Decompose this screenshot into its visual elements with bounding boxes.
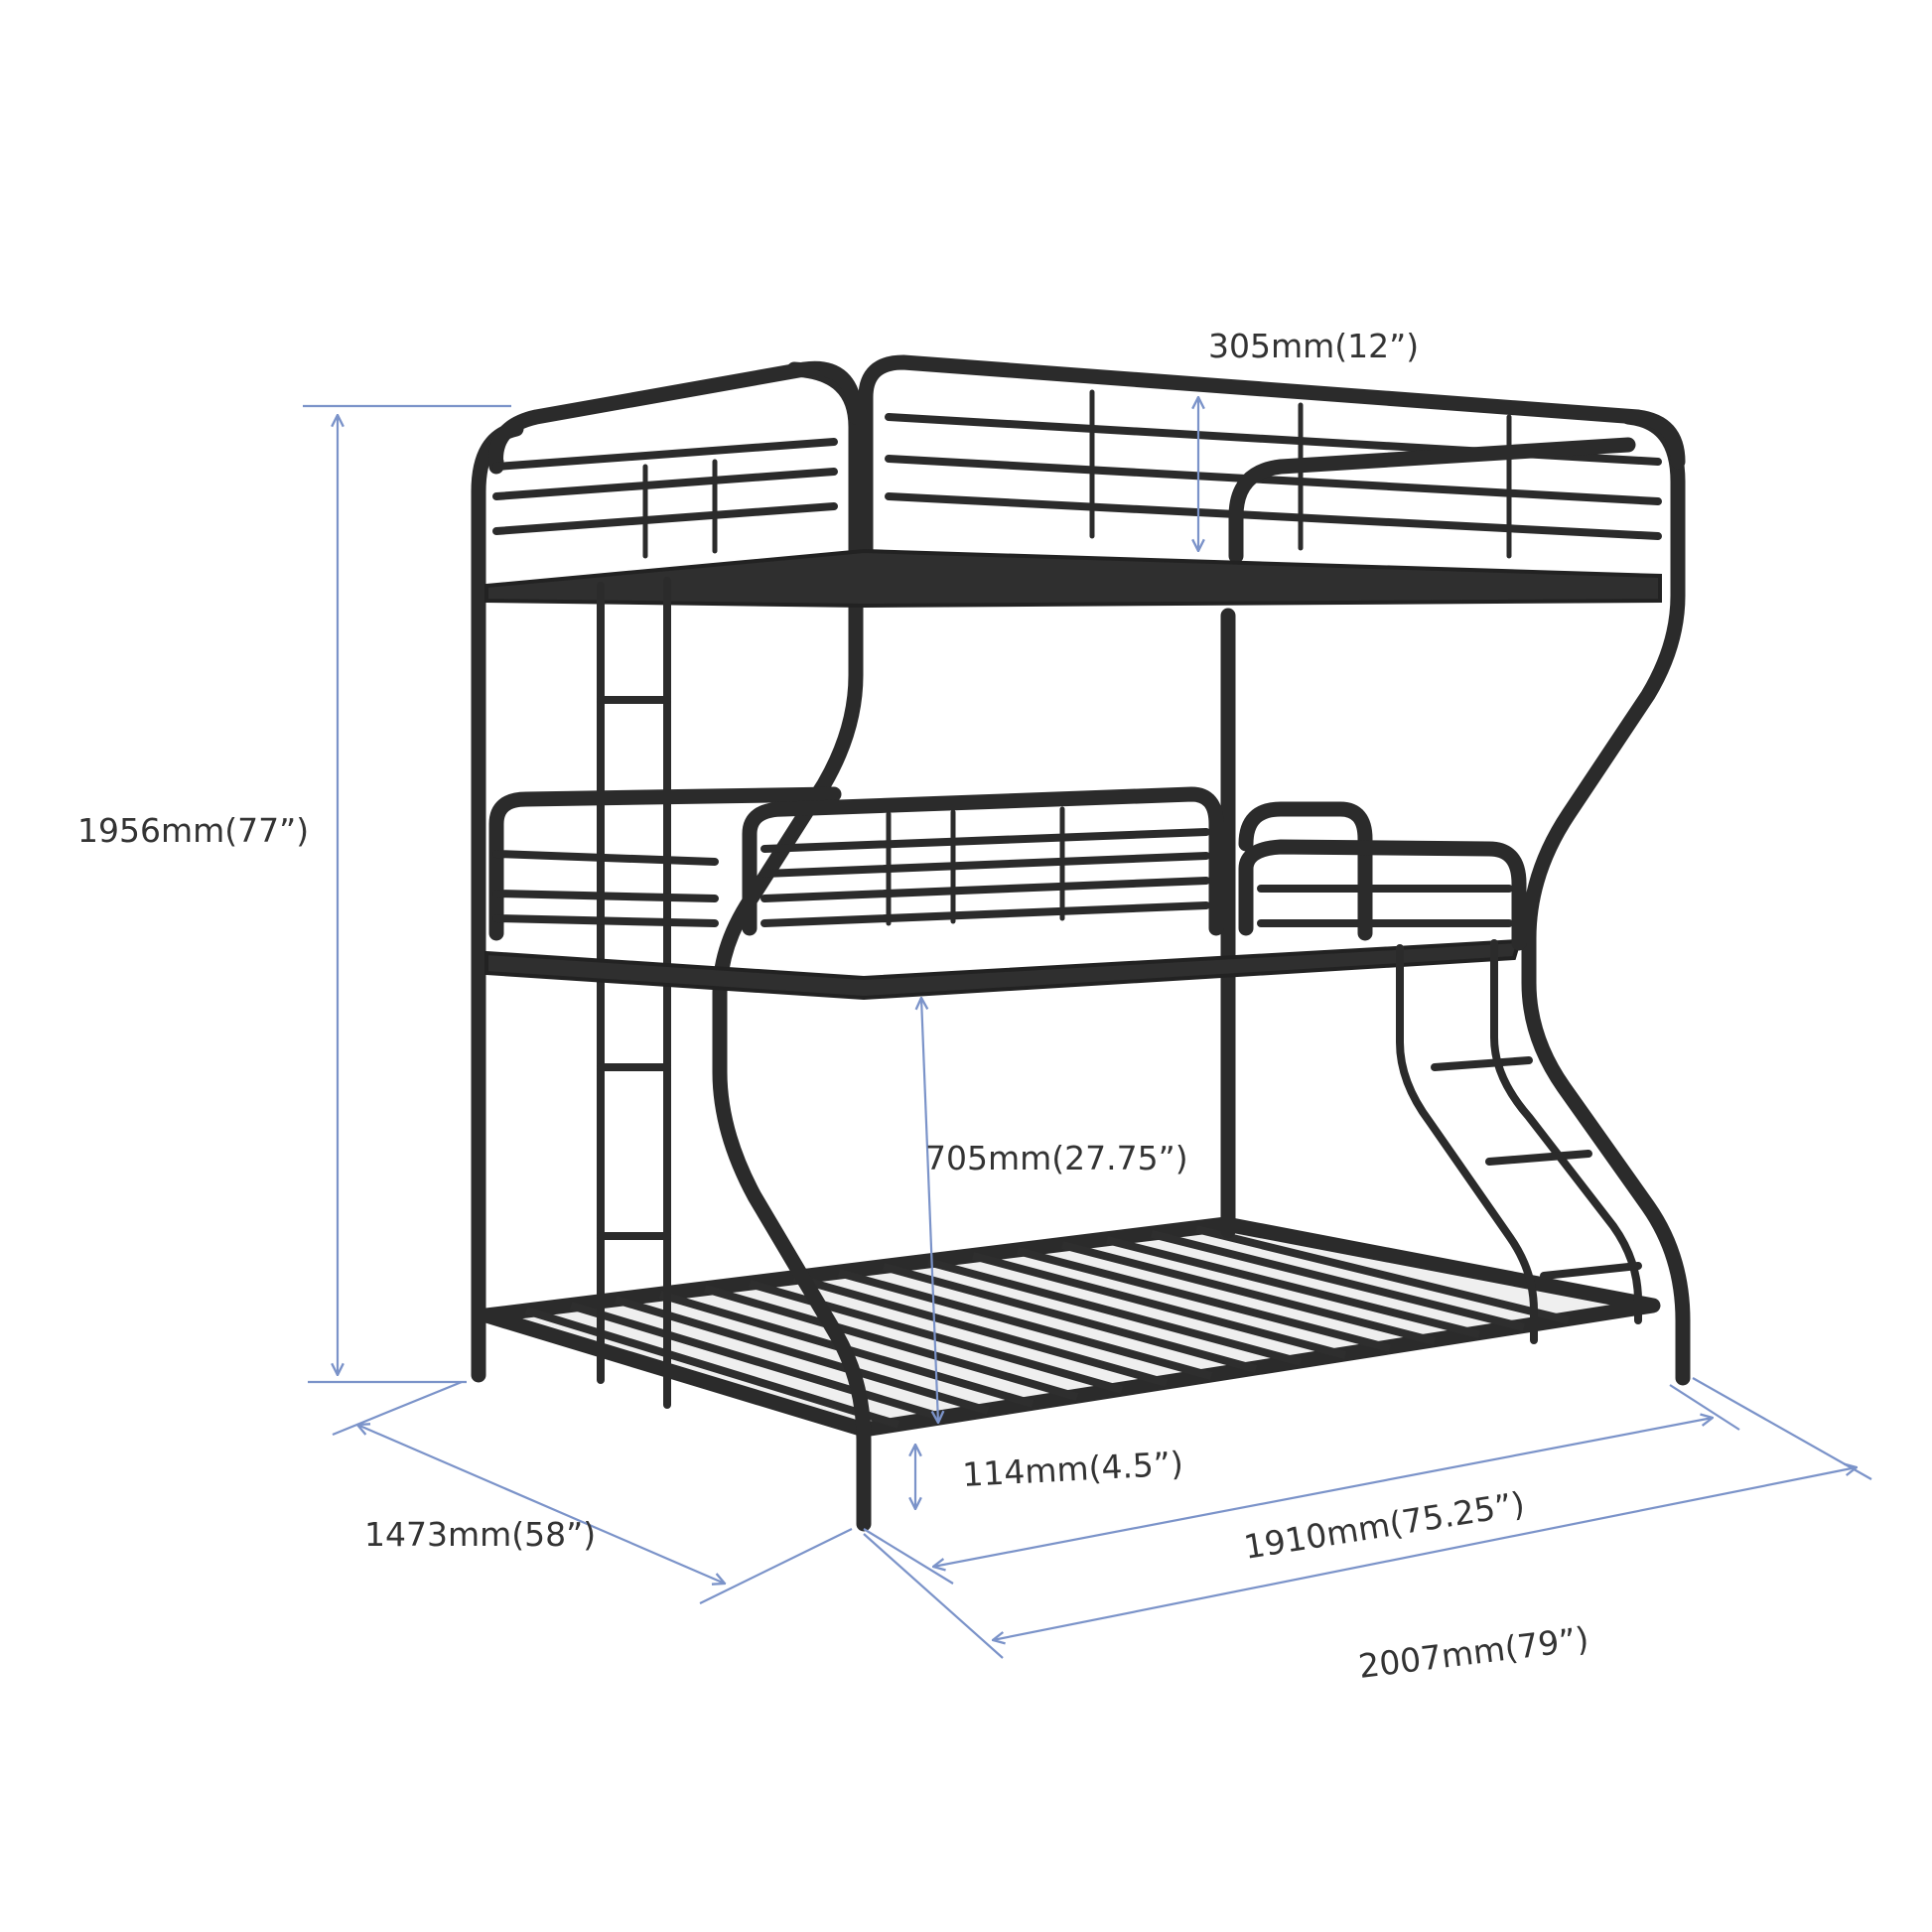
overall-length-extension-right [1692, 1377, 1872, 1480]
inner-length-extension-left [863, 1528, 954, 1585]
inner-length-extension-right [1669, 1384, 1740, 1431]
bunk-bed-frame [471, 354, 1691, 1532]
top-ladder [597, 577, 671, 1409]
foot-end-curved-posts [712, 361, 1691, 1532]
top-bunk-head-frame [488, 360, 864, 559]
bottom-bunk-clearance-label: 705mm(27.75”) [925, 1139, 1188, 1177]
width-extension-back [332, 1380, 463, 1437]
bottom-bunk-deck [479, 1216, 1661, 1438]
dimension-labels: 305mm(12”) 1956mm(77”) 705mm(27.75”) 114… [77, 327, 1590, 1686]
clearance-dimension-arrow [921, 998, 938, 1423]
floor-clearance-label: 114mm(4.5”) [961, 1444, 1183, 1494]
top-bunk-guardrail [858, 354, 1686, 564]
top-bunk-deck [484, 548, 1662, 609]
bottom-ladder [1396, 939, 1642, 1344]
inner-length-label: 1910mm(75.25”) [1241, 1484, 1527, 1567]
overall-length-extension-left [863, 1533, 1004, 1659]
overall-length-dimension-arrow [993, 1467, 1857, 1640]
top-guardrail-height-label: 305mm(12”) [1208, 327, 1419, 365]
overall-height-label: 1956mm(77”) [77, 811, 309, 850]
middle-bunk [484, 786, 1527, 1001]
overall-length-label: 2007mm(79”) [1356, 1619, 1590, 1686]
width-extension-front [699, 1528, 853, 1604]
overall-width-label: 1473mm(58”) [364, 1515, 596, 1554]
dimension-lines [303, 397, 1872, 1659]
width-dimension-arrow [357, 1425, 725, 1584]
